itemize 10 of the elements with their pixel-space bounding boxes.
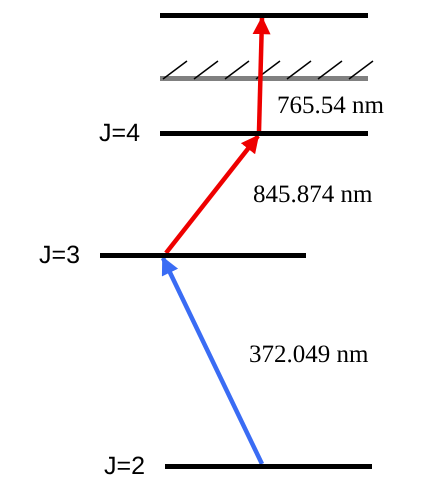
transition-arrow	[164, 134, 260, 254]
level-label: J=3	[38, 243, 80, 268]
transition-arrow	[160, 256, 264, 465]
energy-level	[100, 253, 306, 258]
level-label: J=2	[104, 454, 145, 479]
level-label: J=4	[98, 121, 140, 146]
energy-level	[160, 13, 368, 18]
energy-level	[160, 131, 368, 136]
transition-arrow	[252, 16, 271, 132]
energy-level	[165, 464, 372, 469]
